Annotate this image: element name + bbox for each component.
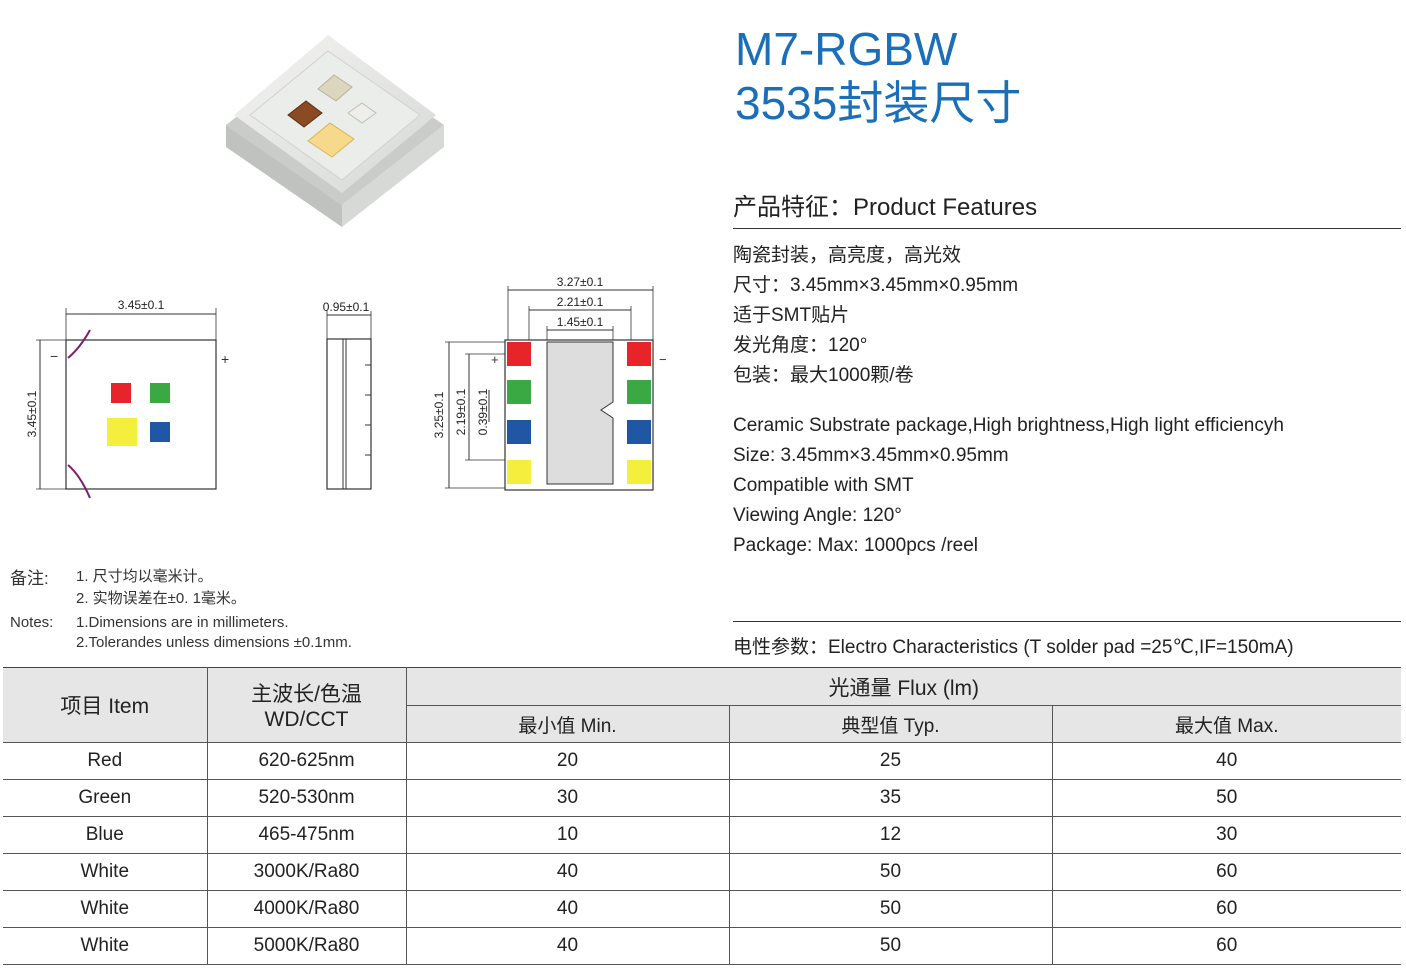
- pad-red-right: [627, 342, 651, 366]
- led-product-photo: [226, 35, 444, 227]
- pad-green-left: [507, 380, 531, 404]
- pad-white-right: [627, 460, 651, 484]
- header-typ: 典型值 Typ.: [729, 705, 1053, 743]
- cell-item: White: [3, 853, 208, 891]
- chip-blue: [150, 422, 170, 442]
- feature-en-item: Package: Max: 1000pcs /reel: [733, 535, 979, 556]
- cell-wd: 465-475nm: [207, 816, 407, 854]
- pad-white-left: [507, 460, 531, 484]
- header-item: 项目 Item: [3, 667, 208, 743]
- bottom-view-drawing: 3.27±0.1 2.21±0.1 1.45±0.1 3.25±0.1 2.19…: [432, 275, 667, 491]
- header-wd-cn: 主波长/色温: [251, 683, 362, 706]
- cell-max: 60: [1052, 853, 1401, 891]
- feature-en-item: Compatible with SMT: [733, 475, 914, 496]
- table-row: White 3000K/Ra80 40 50 60: [3, 853, 1401, 891]
- cell-item: White: [3, 927, 208, 965]
- cell-max: 60: [1052, 890, 1401, 928]
- dim-top-width: 3.45±0.1: [118, 298, 165, 312]
- cell-max: 60: [1052, 927, 1401, 965]
- cell-min: 40: [406, 853, 730, 891]
- chip-green: [150, 383, 170, 403]
- header-max: 最大值 Max.: [1052, 705, 1401, 743]
- cell-wd: 5000K/Ra80: [207, 927, 407, 965]
- remark-cn-2: 2. 实物误差在±0. 1毫米。: [76, 590, 246, 607]
- chip-red: [111, 383, 131, 403]
- dim-top-height: 3.45±0.1: [25, 390, 39, 437]
- bottom-polarity-plus: +: [491, 352, 499, 367]
- feature-en-item: Size: 3.45mm×3.45mm×0.95mm: [733, 445, 1009, 466]
- product-title: M7-RGBW: [735, 23, 958, 75]
- cell-min: 30: [406, 779, 730, 817]
- table-row: Blue 465-475nm 10 12 30: [3, 816, 1401, 854]
- header-wd-en: WD/CCT: [264, 708, 349, 731]
- table-row: Red 620-625nm 20 25 40: [3, 742, 1401, 780]
- dim-bottom-h1: 3.25±0.1: [432, 391, 446, 438]
- bottom-polarity-minus: −: [659, 352, 667, 367]
- cell-typ: 50: [729, 927, 1053, 965]
- feature-cn-item: 包装：最大1000颗/卷: [733, 365, 914, 386]
- pad-blue-right: [627, 420, 651, 444]
- cell-typ: 50: [729, 890, 1053, 928]
- feature-cn-item: 发光角度：120°: [733, 335, 868, 356]
- remark-cn-1: 1. 尺寸均以毫米计。: [76, 568, 213, 585]
- electro-characteristics-table: 项目 Item 主波长/色温 WD/CCT 光通量 Flux (lm) 最小值 …: [3, 667, 1401, 965]
- cell-typ: 35: [729, 779, 1053, 817]
- dim-bottom-w1: 3.27±0.1: [557, 275, 604, 289]
- remarks-en-label: Notes:: [10, 614, 54, 631]
- pad-red-left: [507, 342, 531, 366]
- feature-en-item: Ceramic Substrate package,High brightnes…: [733, 415, 1284, 436]
- features-heading: 产品特征：Product Features: [733, 194, 1038, 221]
- cell-wd: 520-530nm: [207, 779, 407, 817]
- table-row: White 5000K/Ra80 40 50 60: [3, 927, 1401, 965]
- cell-max: 40: [1052, 742, 1401, 780]
- feature-cn-item: 陶瓷封装，高亮度，高光效: [733, 245, 962, 266]
- cell-min: 40: [406, 890, 730, 928]
- pad-green-right: [627, 380, 651, 404]
- cell-min: 10: [406, 816, 730, 854]
- dim-bottom-w3: 1.45±0.1: [557, 315, 604, 329]
- polarity-minus: −: [50, 348, 58, 364]
- table-row: Green 520-530nm 30 35 50: [3, 779, 1401, 817]
- cell-item: Red: [3, 742, 208, 780]
- cell-wd: 3000K/Ra80: [207, 853, 407, 891]
- pad-blue-left: [507, 420, 531, 444]
- product-subtitle: 3535封装尺寸: [735, 77, 1022, 129]
- features-divider: [733, 228, 1401, 229]
- cell-item: Blue: [3, 816, 208, 854]
- remark-en-1: 1.Dimensions are in millimeters.: [76, 614, 289, 631]
- side-view-drawing: 0.95±0.1: [323, 300, 372, 490]
- cell-item: White: [3, 890, 208, 928]
- cell-wd: 4000K/Ra80: [207, 890, 407, 928]
- cell-max: 50: [1052, 779, 1401, 817]
- dim-side-thickness: 0.95±0.1: [323, 300, 370, 314]
- feature-cn-item: 适于SMT贴片: [733, 305, 850, 326]
- cell-max: 30: [1052, 816, 1401, 854]
- feature-en-item: Viewing Angle: 120°: [733, 505, 902, 526]
- cell-item: Green: [3, 779, 208, 817]
- remarks-cn-label: 备注:: [10, 569, 49, 588]
- remark-en-2: 2.Tolerandes unless dimensions ±0.1mm.: [76, 634, 352, 651]
- feature-cn-item: 尺寸：3.45mm×3.45mm×0.95mm: [733, 275, 1019, 296]
- chip-white: [107, 418, 137, 446]
- header-wd: 主波长/色温 WD/CCT: [207, 667, 407, 743]
- cell-typ: 50: [729, 853, 1053, 891]
- features-en-list: Ceramic Substrate package,High brightnes…: [733, 411, 1284, 561]
- electro-divider: [733, 621, 1401, 622]
- polarity-plus: +: [221, 351, 229, 367]
- header-min: 最小值 Min.: [406, 705, 730, 743]
- cell-typ: 12: [729, 816, 1053, 854]
- cell-min: 40: [406, 927, 730, 965]
- table-row: White 4000K/Ra80 40 50 60: [3, 890, 1401, 928]
- dim-bottom-h2: 2.19±0.1: [454, 388, 468, 435]
- features-cn-list: 陶瓷封装，高亮度，高光效 尺寸：3.45mm×3.45mm×0.95mm 适于S…: [733, 241, 1018, 391]
- cell-typ: 25: [729, 742, 1053, 780]
- top-view-drawing: 3.45±0.1 3.45±0.1 − +: [25, 298, 229, 499]
- dim-bottom-w2: 2.21±0.1: [557, 295, 604, 309]
- electro-heading: 电性参数：Electro Characteristics (T solder p…: [733, 637, 1294, 658]
- dim-bottom-h3: 0.39±0.1: [476, 388, 490, 435]
- cell-min: 20: [406, 742, 730, 780]
- cell-wd: 620-625nm: [207, 742, 407, 780]
- header-flux: 光通量 Flux (lm): [406, 667, 1401, 706]
